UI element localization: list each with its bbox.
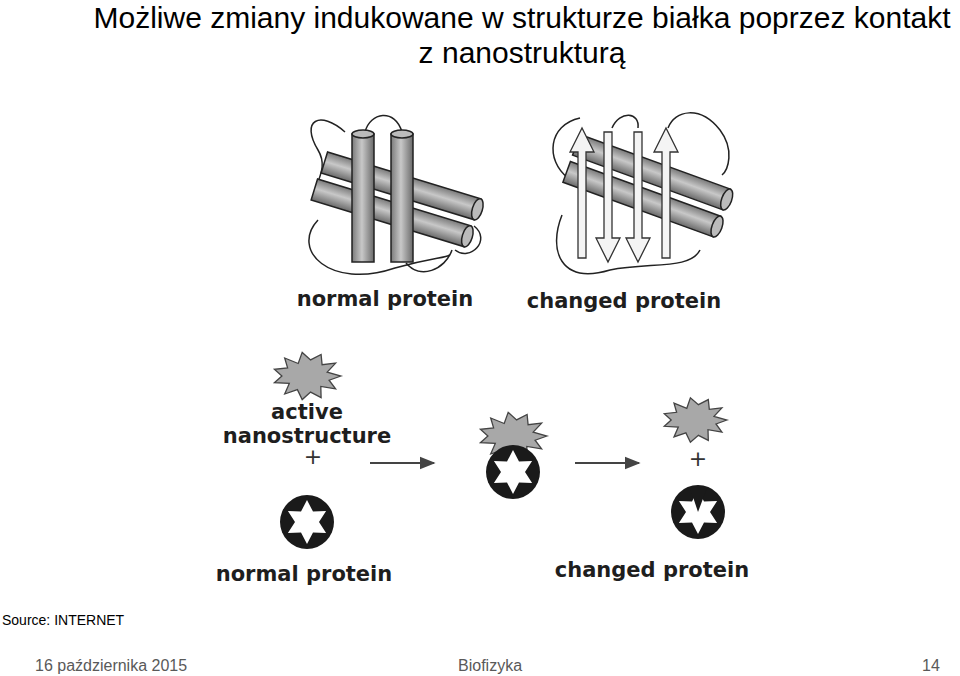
figure-label: changed protein [525,289,723,313]
figure-label: changed protein [553,558,751,582]
source-note: Source: INTERNET [2,612,124,628]
plus-sign: + [302,445,324,469]
page-number: 14 [922,657,940,675]
protein-disc [280,445,725,549]
normal-protein-ribbon [309,115,485,274]
nanostructure-blob [274,352,341,399]
nanostructure-blob [664,398,727,442]
plus-sign: + [687,447,709,471]
figure-label: normal protein [214,562,395,586]
changed-protein-ribbon [553,113,735,274]
footer-date: 16 października 2015 [35,657,187,675]
figure-label: active nanostructure [212,400,402,448]
slide-title: Możliwe zmiany indukowane w strukturze b… [82,0,960,70]
figure-label: normal protein [295,287,476,311]
footer-course: Biofizyka [458,657,522,675]
